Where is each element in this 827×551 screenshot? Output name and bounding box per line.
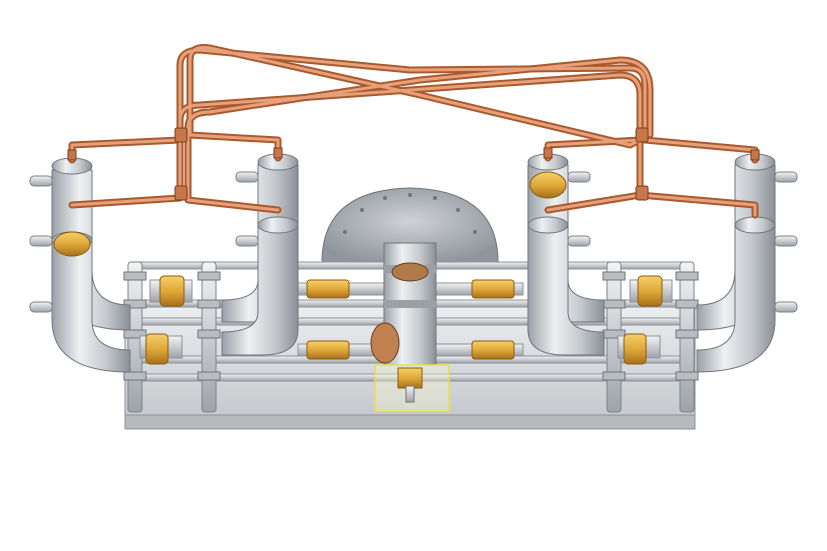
brass-pistons[interactable]: [139, 275, 673, 365]
side-nozzles: [29, 171, 798, 313]
flange-nuts: [123, 271, 699, 381]
copper-pipes: [68, 44, 759, 219]
heater-coils[interactable]: [53, 171, 567, 257]
pipe-fittings: [67, 127, 760, 201]
crosshead-yoke[interactable]: [370, 242, 437, 366]
right-cylinders[interactable]: [527, 153, 776, 373]
flywheel-disk[interactable]: [321, 187, 499, 263]
selected-part[interactable]: [374, 364, 450, 412]
